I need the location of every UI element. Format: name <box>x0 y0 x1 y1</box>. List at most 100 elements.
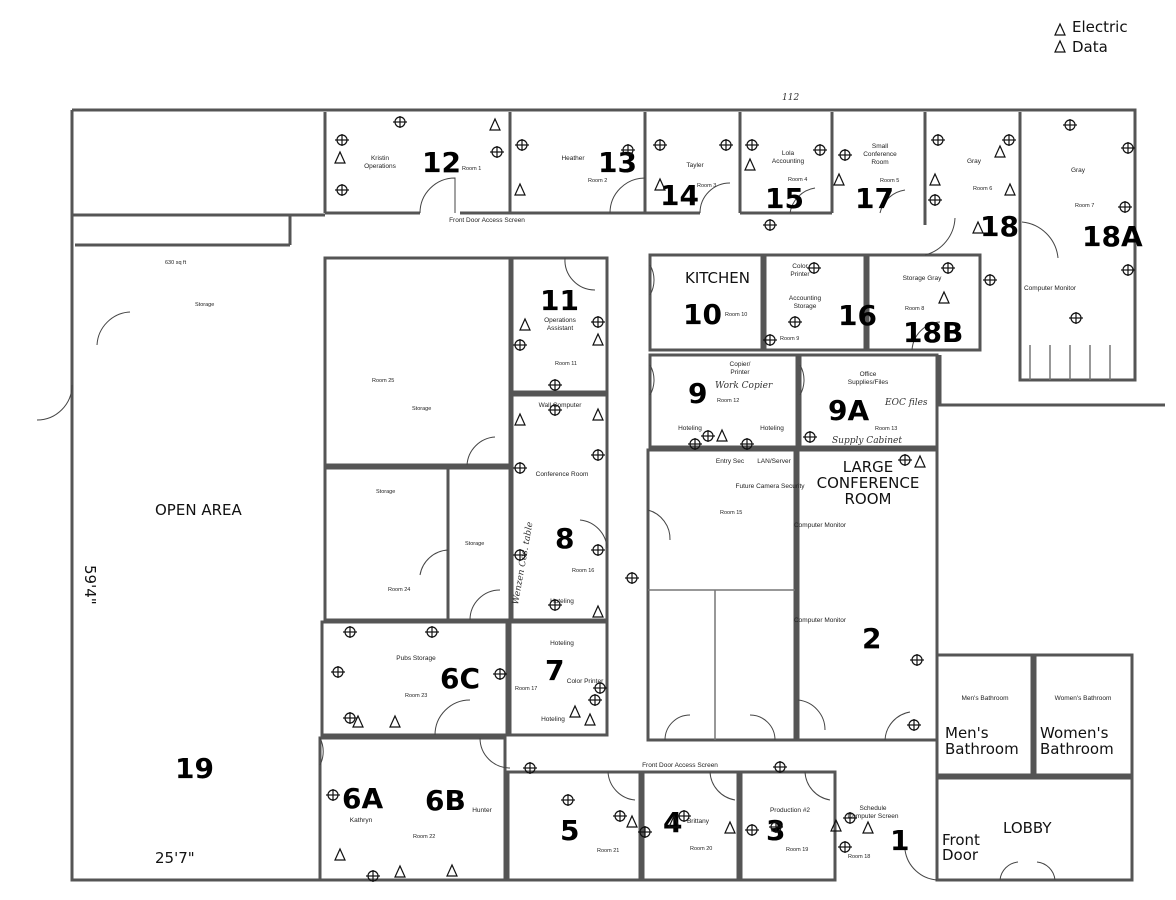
room-label: Room 16 <box>572 568 594 574</box>
room-23 <box>320 620 509 737</box>
room-9 <box>763 253 867 352</box>
data-triangle-icon <box>716 428 728 442</box>
data-triangle-icon <box>668 814 680 828</box>
storage-label: Storage <box>376 489 395 495</box>
room-number: 13 <box>598 146 637 179</box>
outlet-icon <box>493 668 507 680</box>
data-triangle-icon <box>1054 39 1066 53</box>
top-mark: 112 <box>782 93 799 103</box>
person-name: Kathryn <box>350 817 373 824</box>
computer-monitor: Computer Monitor <box>794 522 847 529</box>
future-camera: Future Camera Security <box>736 483 806 490</box>
outlet-icon <box>326 789 340 801</box>
outlet-icon <box>513 339 527 351</box>
data-triangle-icon <box>626 814 638 828</box>
room-number: 7 <box>545 654 564 687</box>
room-15 <box>646 448 797 742</box>
data-triangle-icon <box>514 412 526 426</box>
outlet-icon <box>548 599 562 611</box>
hoteling-label: Hoteling <box>678 425 702 432</box>
data-triangle-icon <box>938 290 950 304</box>
outlet-icon <box>591 316 605 328</box>
outlet-icon <box>548 404 562 416</box>
room-label: Room 11 <box>555 361 577 367</box>
room-label: Room 7 <box>1075 203 1094 209</box>
outlet-icon <box>928 194 942 206</box>
outlet-icon <box>393 116 407 128</box>
data-triangle-icon <box>446 863 458 877</box>
hoteling-label: Hoteling <box>550 598 574 605</box>
kitchen <box>648 253 764 352</box>
data-triangle-icon <box>744 157 756 171</box>
data-triangle-icon <box>389 714 401 728</box>
legend: Electric Data 112 <box>782 18 1128 103</box>
room-name: Gray <box>1071 167 1086 174</box>
data-triangle-icon <box>833 172 845 186</box>
outlet-icon <box>621 144 635 156</box>
room-19 <box>739 770 837 882</box>
outlet-icon <box>625 572 639 584</box>
room-number: 8 <box>555 522 574 555</box>
outlet-icon <box>366 870 380 882</box>
room-label: Room 2 <box>588 178 607 184</box>
outlet-icon <box>593 682 607 694</box>
outlet-icon <box>513 462 527 474</box>
note: Wenzen Cos. table <box>511 521 535 605</box>
legend-data: Data <box>1072 38 1108 56</box>
outlet-icon <box>688 438 702 450</box>
room-8 <box>866 253 982 352</box>
outlet-icon <box>561 794 575 806</box>
note: Work Copier <box>715 381 773 391</box>
room-label: Room 5 <box>880 178 899 184</box>
outlet-icon <box>838 149 852 161</box>
room-number: 1 <box>890 824 909 857</box>
room-label: Room 18 <box>848 854 870 860</box>
person-name: Brittany <box>687 818 710 825</box>
room-name: Copier/Printer <box>730 361 751 376</box>
room-name: Production #2 <box>770 807 810 814</box>
walls <box>70 108 1165 882</box>
computer-monitor: Computer Monitor <box>1024 285 1077 292</box>
doors <box>36 177 1059 881</box>
outlet-icon <box>910 654 924 666</box>
storage-label: Storage <box>465 541 484 547</box>
room-number: 2 <box>862 622 881 655</box>
front-door-screen-bottom: Front Door Access Screen <box>642 762 718 769</box>
room-13 <box>798 353 939 449</box>
data-triangle-icon <box>489 117 501 131</box>
room-label: Room 24 <box>388 587 410 593</box>
room-number: 16 <box>838 299 877 332</box>
outlet-icon <box>335 134 349 146</box>
open-area-label: OPEN AREA <box>155 501 242 519</box>
outlet-icon <box>788 316 802 328</box>
room-label: Room 23 <box>405 693 427 699</box>
outlet-icon <box>588 694 602 706</box>
room-number: 18A <box>1082 220 1143 253</box>
outlet-icon <box>331 666 345 678</box>
data-triangle-icon <box>592 407 604 421</box>
room-label: Room 8 <box>905 306 924 312</box>
room-label: Room 25 <box>372 378 394 384</box>
data-triangle-icon <box>514 182 526 196</box>
outlet-icon <box>763 219 777 231</box>
outlet-icon <box>1063 119 1077 131</box>
hoteling-label: Hoteling <box>541 716 565 723</box>
room-11 <box>510 256 609 394</box>
room-25 <box>323 256 512 467</box>
outlet-icon <box>907 719 921 731</box>
note: Supply Cabinet <box>832 436 902 446</box>
outlet-icon <box>1121 142 1135 154</box>
room-22 <box>318 736 507 882</box>
room-name: Storage Gray <box>903 275 942 282</box>
outlet-icon <box>677 810 691 822</box>
outlet-icon <box>769 821 783 833</box>
room-label: Room 12 <box>717 398 739 404</box>
mens-label: Men's Bathroom <box>961 695 1008 702</box>
room-number: 6B <box>425 784 466 817</box>
entry-sec: Entry Sec <box>716 458 745 465</box>
